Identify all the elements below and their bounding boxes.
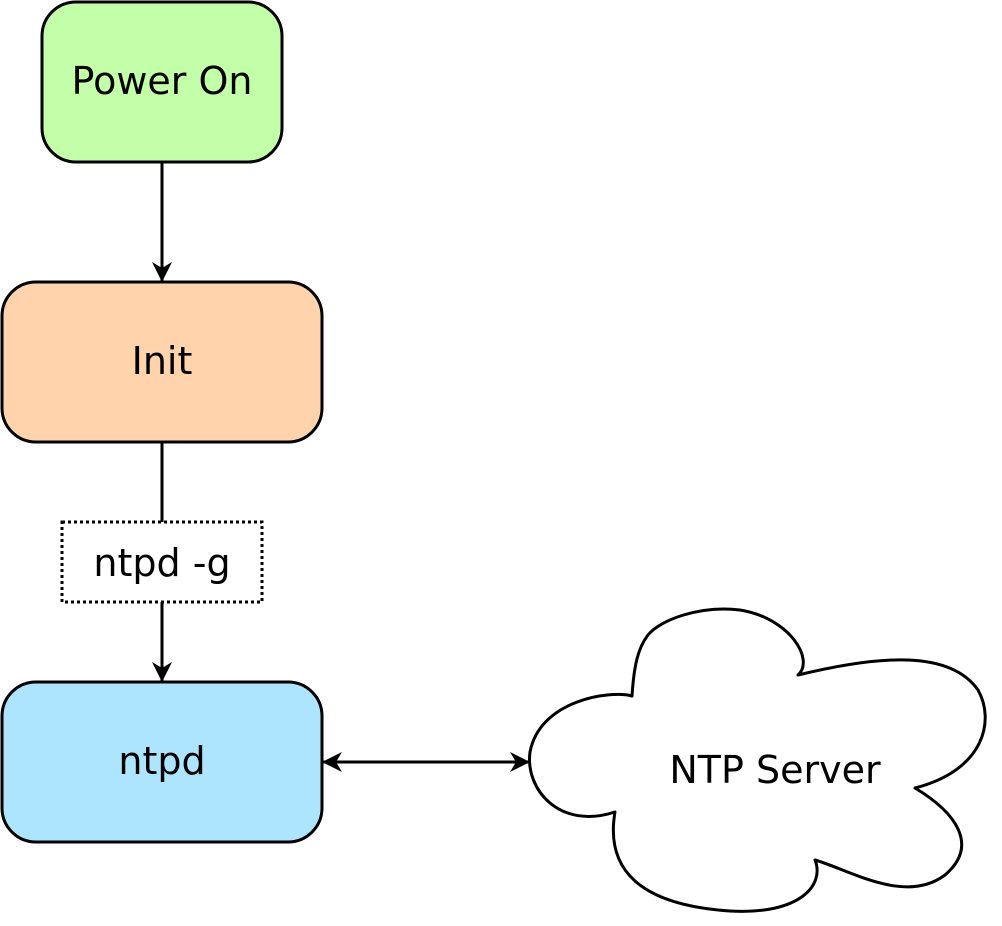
command-label-text: ntpd -g (93, 541, 230, 585)
edge-label-ntpd-g: ntpd -g (60, 520, 264, 604)
node-ntp-server: NTP Server (528, 607, 987, 913)
node-init-label: Init (132, 339, 193, 383)
command-label-box (60, 520, 264, 604)
node-power-on: Power On (40, 0, 284, 164)
node-ntpd-label: ntpd (118, 739, 205, 783)
node-ntpd-box (0, 680, 324, 844)
node-ntp-server-label: NTP Server (669, 748, 881, 792)
cloud-shape (528, 607, 987, 913)
node-ntpd: ntpd (0, 680, 324, 844)
node-power-on-box (40, 0, 284, 164)
node-init: Init (0, 280, 324, 444)
node-init-box (0, 280, 324, 444)
node-power-on-label: Power On (72, 59, 253, 103)
